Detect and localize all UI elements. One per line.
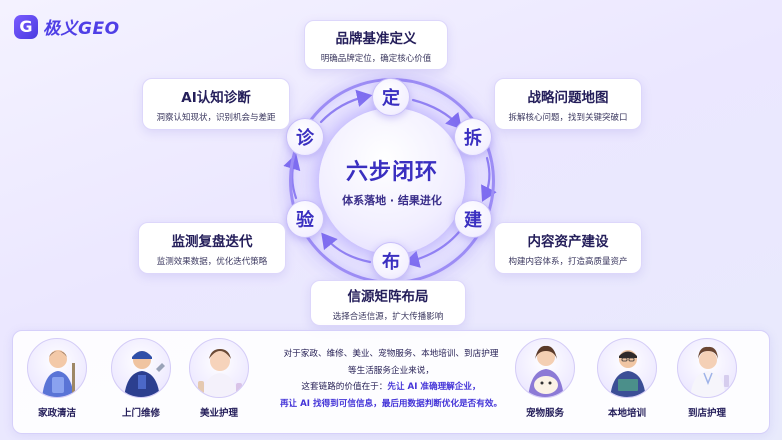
service-label: 美业护理 [199,408,238,419]
service-label: 本地培训 [607,408,646,419]
service-beauty: 美业护理 [184,338,254,419]
step-card-monitor-iterate: 监测复盘迭代 监测效果数据，优化迭代策略 [138,222,286,274]
service-pet: 宠物服务 [510,338,580,419]
step-title: AI认知诊断 [181,89,251,106]
step-desc: 构建内容体系，打造高质量资产 [508,256,628,267]
service-label: 上门维修 [121,408,160,419]
pet-person-icon [515,338,575,398]
service-label: 宠物服务 [525,408,564,419]
step-title: 战略问题地图 [527,89,609,106]
node-chai: 拆 [454,118,492,156]
node-bu: 布 [372,242,410,280]
beauty-person-icon [189,338,249,398]
service-label: 到店护理 [687,408,726,419]
step-title: 品牌基准定义 [335,30,417,47]
center-title: 六步闭环 [345,160,438,185]
trainer-person-icon [597,338,657,398]
brand-name: 极义GEO [43,19,120,39]
desc-line-4: 再让 AI 找得到可信信息，最后用数据判断优化是否有效。 [279,398,503,409]
node-zhen: 诊 [286,118,324,156]
brand-mark-icon: G [14,14,38,39]
service-training: 本地培训 [592,338,662,419]
step-title: 监测复盘迭代 [171,233,253,250]
step-desc: 拆解核心问题，找到关键突破口 [508,112,628,123]
step-title: 信源矩阵布局 [347,288,429,305]
nurse-person-icon [677,338,737,398]
step-card-source-matrix: 信源矩阵布局 选择合适信源，扩大传播影响 [310,280,466,326]
desc-line-2: 等生活服务企业来说， [348,365,434,376]
service-repair: 上门维修 [106,338,176,419]
service-label: 家政清洁 [37,408,76,419]
step-card-brand-baseline: 品牌基准定义 明确品牌定位，确定核心价值 [304,20,448,70]
step-card-strategy-map: 战略问题地图 拆解核心问题，找到关键突破口 [494,78,642,130]
cleaner-person-icon [27,338,87,398]
node-ding: 定 [372,78,410,116]
step-card-content-assets: 内容资产建设 构建内容体系，打造高质量资产 [494,222,642,274]
desc-line-3: 这套链路的价值在于：先让 AI 准确理解企业， [257,379,525,396]
node-jian: 建 [454,200,492,238]
center-subtitle: 体系落地 · 结果进化 [342,194,442,207]
desc-line-3-prefix: 这套链路的价值在于： [301,382,388,392]
desc-line-3-highlight: 先让 AI 准确理解企业， [387,382,481,392]
service-store-care: 到店护理 [672,338,742,419]
brand-logo: G 极义GEO [14,14,120,39]
desc-line-1: 对于家政、维修、美业、宠物服务、本地培训、到店护理 [283,349,499,359]
step-desc: 监测效果数据，优化迭代策略 [156,256,268,267]
value-description: 对于家政、维修、美业、宠物服务、本地培训、到店护理 等生活服务企业来说， 这套链… [257,346,525,412]
step-desc: 洞察认知现状，识别机会与差距 [156,112,276,123]
node-yan: 验 [286,200,324,238]
step-card-ai-diagnosis: AI认知诊断 洞察认知现状，识别机会与差距 [142,78,290,130]
step-title: 内容资产建设 [527,233,609,250]
center-disc: 六步闭环 体系落地 · 结果进化 [319,108,465,254]
step-desc: 选择合适信源，扩大传播影响 [332,311,444,322]
step-desc: 明确品牌定位，确定核心价值 [320,53,432,64]
repair-person-icon [111,338,171,398]
service-housekeeping: 家政清洁 [22,338,92,419]
